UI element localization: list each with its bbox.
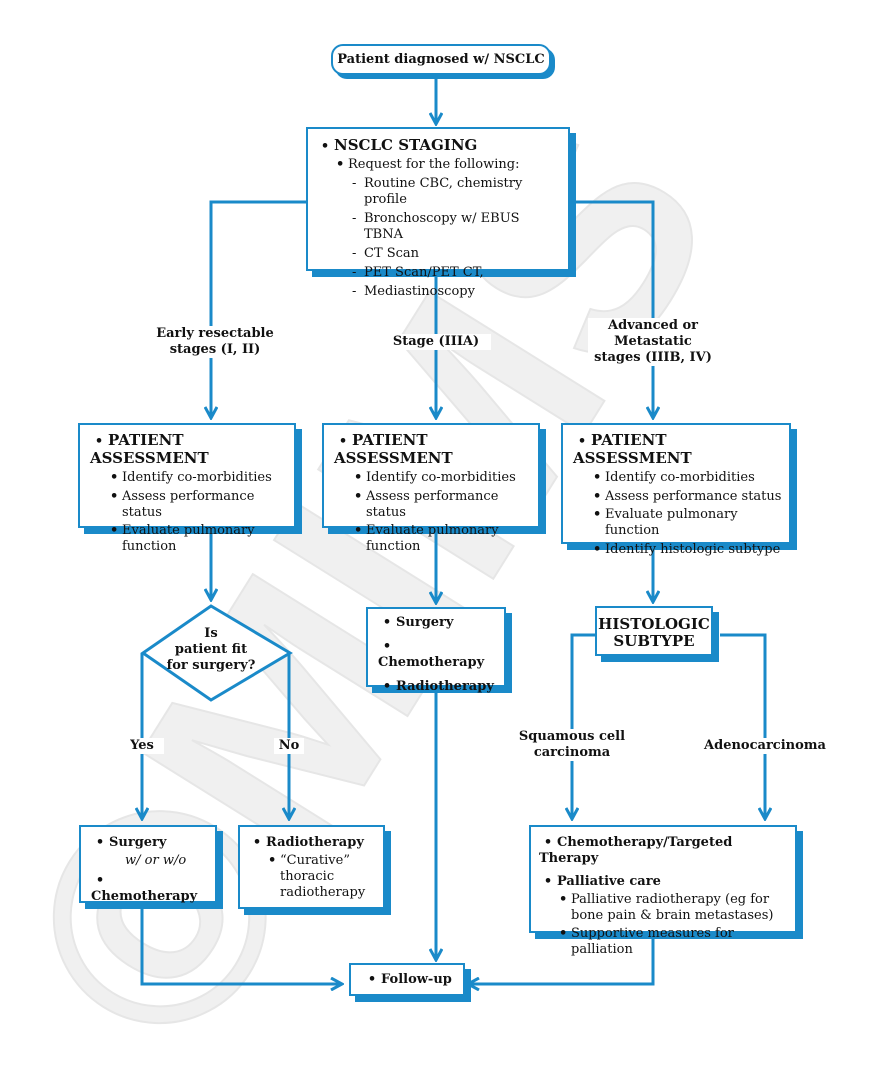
assessment-item: Evaluate pulmonary	[90, 523, 290, 539]
palliative-label: Palliative care	[557, 874, 661, 889]
assessment-item: Identify co-morbidities	[573, 470, 785, 486]
decision-line3: for surgery?	[166, 658, 256, 673]
palliative-sub1b: bone pain & brain metastases)	[571, 908, 774, 923]
radio-line2: thoracic	[280, 869, 335, 884]
staging-item: Mediastinoscopy	[316, 284, 562, 300]
assessment-item: Identify histologic subtype	[573, 542, 785, 558]
assessment-title: PATIENT ASSESSMENT	[90, 431, 209, 467]
yes-label: Yes	[120, 738, 164, 754]
squamous-line2: carcinoma	[533, 745, 611, 760]
assessment-title: PATIENT ASSESSMENT	[573, 431, 692, 467]
surgery-box: •Surgery w/ or w/o •Chemotherapy	[79, 825, 217, 904]
surgery-label: Surgery	[109, 835, 167, 850]
assessment-item-cont: function	[122, 539, 177, 554]
arrow-to-squamous	[572, 633, 595, 819]
surgery-with-label: w/ or w/o	[125, 853, 187, 868]
assessment-item: Evaluate pulmonary	[334, 523, 534, 539]
decision-diamond	[140, 604, 293, 702]
branch-advanced-label: Advanced or Metastatic stages (IIIB, IV)	[588, 318, 718, 366]
treatment-item: Surgery	[396, 615, 454, 630]
decision-line1: Is	[204, 626, 218, 641]
arrow-to-left-assessment	[211, 200, 306, 418]
histologic-line1: HISTOLOGIC	[598, 615, 710, 633]
assessment-right-box: •PATIENT ASSESSMENT Identify co-morbidit…	[561, 423, 791, 558]
branch-early-label: Early resectable stages (I, II)	[130, 326, 300, 358]
start-label: Patient diagnosed w/ NSCLC	[337, 52, 545, 67]
radiotherapy-box: •Radiotherapy “Curative” thoracic radiot…	[238, 825, 385, 909]
branch-adv-line3: stages (IIIB, IV)	[594, 350, 712, 365]
branch-stage3a-label: Stage (IIIA)	[381, 334, 491, 350]
no-label: No	[274, 738, 304, 754]
adeno-label: Adenocarcinoma	[690, 738, 840, 754]
branch-adv-line2: Metastatic	[614, 334, 692, 349]
arrow-to-adeno	[720, 633, 765, 819]
assessment-item: Evaluate pulmonary	[573, 507, 785, 523]
staging-item: CT Scan	[316, 246, 562, 262]
staging-title: NSCLC STAGING	[334, 136, 478, 154]
assessment-left-box: •PATIENT ASSESSMENT Identify co-morbidit…	[78, 423, 296, 554]
assessment-item: Assess performance status	[573, 489, 785, 505]
staging-item: Routine CBC, chemistry profile	[316, 176, 562, 208]
assessment-title: PATIENT ASSESSMENT	[334, 431, 453, 467]
branch-early-line2: stages (I, II)	[169, 342, 261, 357]
radio-line1: “Curative”	[248, 853, 379, 869]
histologic-line2: SUBTYPE	[613, 632, 695, 650]
staging-box: •NSCLC STAGING Request for the following…	[306, 127, 570, 300]
start-node: Patient diagnosed w/ NSCLC	[331, 44, 551, 75]
assessment-item: Identify co-morbidities	[90, 470, 290, 486]
assessment-item-cont: function	[366, 539, 421, 554]
assessment-mid-box: •PATIENT ASSESSMENT Identify co-morbidit…	[322, 423, 540, 554]
followup-label: Follow-up	[381, 972, 452, 987]
squamous-line1: Squamous cell	[518, 729, 626, 744]
radio-title: Radiotherapy	[266, 835, 364, 850]
histologic-subtype-box: HISTOLOGIC SUBTYPE	[595, 606, 713, 656]
surgery-chemo-label: Chemotherapy	[91, 889, 198, 904]
branch-stage3a-text: Stage (IIIA)	[392, 334, 480, 349]
radio-line3: radiotherapy	[280, 885, 366, 900]
palliative-sub1a: Palliative radiotherapy (eg for	[539, 892, 791, 908]
arrow-surgery-to-followup	[140, 904, 342, 984]
arrow-to-right-assessment	[570, 200, 653, 418]
staging-item: Bronchoscopy w/ EBUS TBNA	[316, 211, 562, 243]
right-treatment-box: •Chemotherapy/Targeted Therapy •Palliati…	[529, 825, 797, 957]
branch-early-line1: Early resectable	[156, 326, 274, 341]
palliative-sub2: Supportive measures for palliation	[539, 926, 791, 958]
treatment-item: Radiotherapy	[396, 679, 494, 694]
decision-line2: patient fit	[174, 642, 248, 657]
branch-adv-line1: Advanced or	[608, 318, 698, 333]
followup-box: •Follow-up	[349, 963, 465, 996]
staging-item: PET Scan/PET CT,	[316, 265, 562, 281]
assessment-item: Assess performance status	[334, 489, 534, 521]
assessment-item: Identify co-morbidities	[334, 470, 534, 486]
right-chemo-label: Chemotherapy/Targeted Therapy	[539, 835, 733, 866]
mid-treatment-box: •Surgery •Chemotherapy •Radiotherapy	[366, 607, 506, 694]
squamous-label: Squamous cell carcinoma	[514, 729, 630, 761]
staging-request: Request for the following:	[316, 157, 562, 173]
decision-label: Is patient fit for surgery?	[161, 626, 261, 674]
treatment-item: Chemotherapy	[378, 655, 485, 670]
assessment-item-cont: function	[605, 523, 660, 538]
assessment-item: Assess performance status	[90, 489, 290, 521]
